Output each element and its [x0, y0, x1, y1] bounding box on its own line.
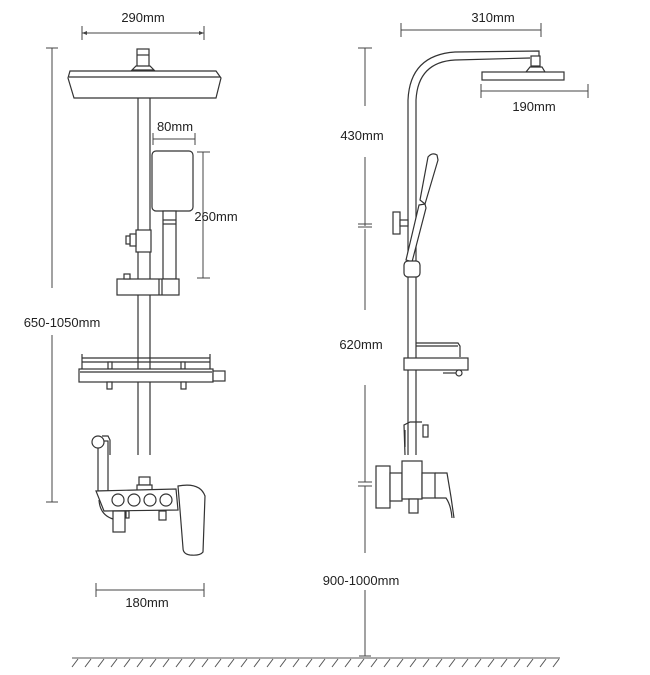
front-shelf: [78, 354, 226, 390]
floor-hatch-mark: [344, 658, 352, 668]
label-overhead-depth: 190mm: [512, 99, 555, 114]
side-shower-arm: [407, 50, 547, 455]
side-overhead-plate: [481, 71, 565, 81]
label-arm-reach: 310mm: [471, 10, 514, 25]
floor-hatch-mark: [214, 658, 222, 668]
floor-hatch-mark: [240, 658, 248, 668]
floor-hatch-mark: [162, 658, 170, 668]
front-view: 290mm 650-1050mm 80mm: [24, 10, 238, 610]
label-total-height: 650-1050mm: [24, 315, 101, 330]
floor-hatch-mark: [136, 658, 144, 668]
floor-hatch-mark: [266, 658, 274, 668]
floor-hatch-mark: [331, 658, 339, 668]
floor-hatch-mark: [175, 658, 183, 668]
side-slide-knob: [392, 211, 409, 235]
label-mixer-width: 180mm: [125, 595, 168, 610]
floor-hatch-mark: [461, 658, 469, 668]
floor-hatch-mark: [409, 658, 417, 668]
dim-mount-height: 900-1000mm: [323, 486, 400, 657]
floor-hatch-mark: [396, 658, 404, 668]
floor-hatch-mark: [526, 658, 534, 668]
floor-hatch-mark: [422, 658, 430, 668]
label-lower-section: 620mm: [339, 337, 382, 352]
floor-hatch-mark: [253, 658, 261, 668]
floor-hatch-mark: [123, 658, 131, 668]
floor-hatch-mark: [188, 658, 196, 668]
label-handheld-width: 80mm: [157, 119, 193, 134]
overhead-shower-head: [67, 70, 222, 99]
floor-hatch-mark: [292, 658, 300, 668]
dim-lower-section: 620mm: [339, 229, 383, 487]
floor-hatch-mark: [539, 658, 547, 668]
floor-hatch-mark: [487, 658, 495, 668]
dim-overhead-depth: 190mm: [480, 84, 589, 114]
floor-hatch-mark: [71, 658, 79, 668]
floor-hatch-mark: [448, 658, 456, 668]
floor-hatch-mark: [474, 658, 482, 668]
dim-mixer-width: 180mm: [95, 583, 205, 610]
floor-hatch-mark: [279, 658, 287, 668]
dim-overhead-width: 290mm: [81, 10, 205, 40]
floor-hatch-mark: [383, 658, 391, 668]
dim-arm-reach: 310mm: [400, 10, 542, 37]
side-shelf: [403, 342, 469, 377]
floor-hatch-mark: [305, 658, 313, 668]
floor-hatch-mark: [84, 658, 92, 668]
dim-handheld-width: 80mm: [152, 119, 196, 145]
front-main-pipe: [137, 98, 151, 455]
label-handheld-height: 260mm: [194, 209, 237, 224]
dim-total-height: 650-1050mm: [24, 47, 101, 503]
slide-bracket: [125, 229, 152, 253]
floor-hatch-mark: [500, 658, 508, 668]
handheld-holder: [116, 273, 180, 296]
label-upper-section: 430mm: [340, 128, 383, 143]
label-mount-height: 900-1000mm: [323, 573, 400, 588]
floor-hatch-mark: [435, 658, 443, 668]
side-handheld-shower: [403, 153, 439, 278]
floor-hatch-mark: [552, 658, 560, 668]
side-mixer-valve: [375, 421, 455, 519]
dim-handheld-height: 260mm: [194, 151, 238, 279]
floor-hatch-mark: [110, 658, 118, 668]
side-view: 310mm 190mm 430mm: [323, 10, 589, 657]
label-overhead-width: 290mm: [121, 10, 164, 25]
floor-hatch-mark: [513, 658, 521, 668]
floor-ground-line: [71, 657, 560, 668]
floor-hatch-mark: [318, 658, 326, 668]
handheld-shower-head: [151, 150, 194, 212]
floor-hatch-mark: [370, 658, 378, 668]
floor-hatch-mark: [97, 658, 105, 668]
overhead-connector: [130, 48, 156, 71]
dim-upper-section: 430mm: [340, 47, 384, 228]
floor-hatch-mark: [357, 658, 365, 668]
floor-hatch-mark: [227, 658, 235, 668]
floor-hatch-mark: [201, 658, 209, 668]
handheld-handle: [162, 210, 177, 280]
floor-hatch-mark: [149, 658, 157, 668]
front-mixer-valve: [91, 435, 206, 556]
